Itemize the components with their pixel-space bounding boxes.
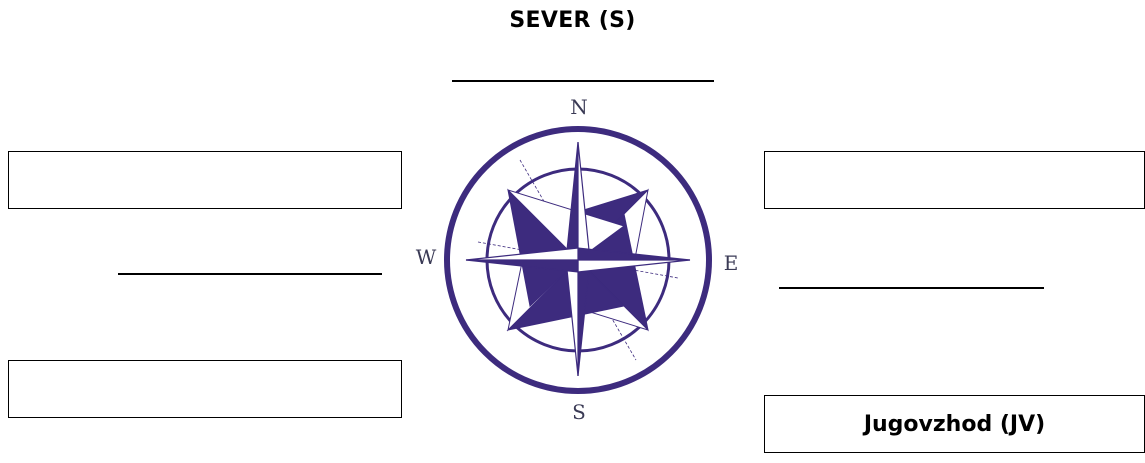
answer-line-left[interactable] [118,273,382,275]
compass-letter-s: S [572,400,586,424]
north-label-title: SEVER (S) [0,8,1145,33]
answer-line-right[interactable] [779,287,1044,289]
compass-letter-n: N [570,95,588,119]
answer-box-bottom-right: Jugovzhod (JV) [764,395,1145,453]
compass-rose: N S E W [405,88,750,458]
answer-box-top-right[interactable] [764,151,1145,209]
answer-line-top[interactable] [452,80,714,82]
compass-letter-w: W [416,245,437,269]
answer-box-top-left[interactable] [8,151,402,209]
compass-star-cardinal [466,142,690,376]
answer-box-bottom-left[interactable] [8,360,402,418]
compass-letter-e: E [724,251,739,275]
